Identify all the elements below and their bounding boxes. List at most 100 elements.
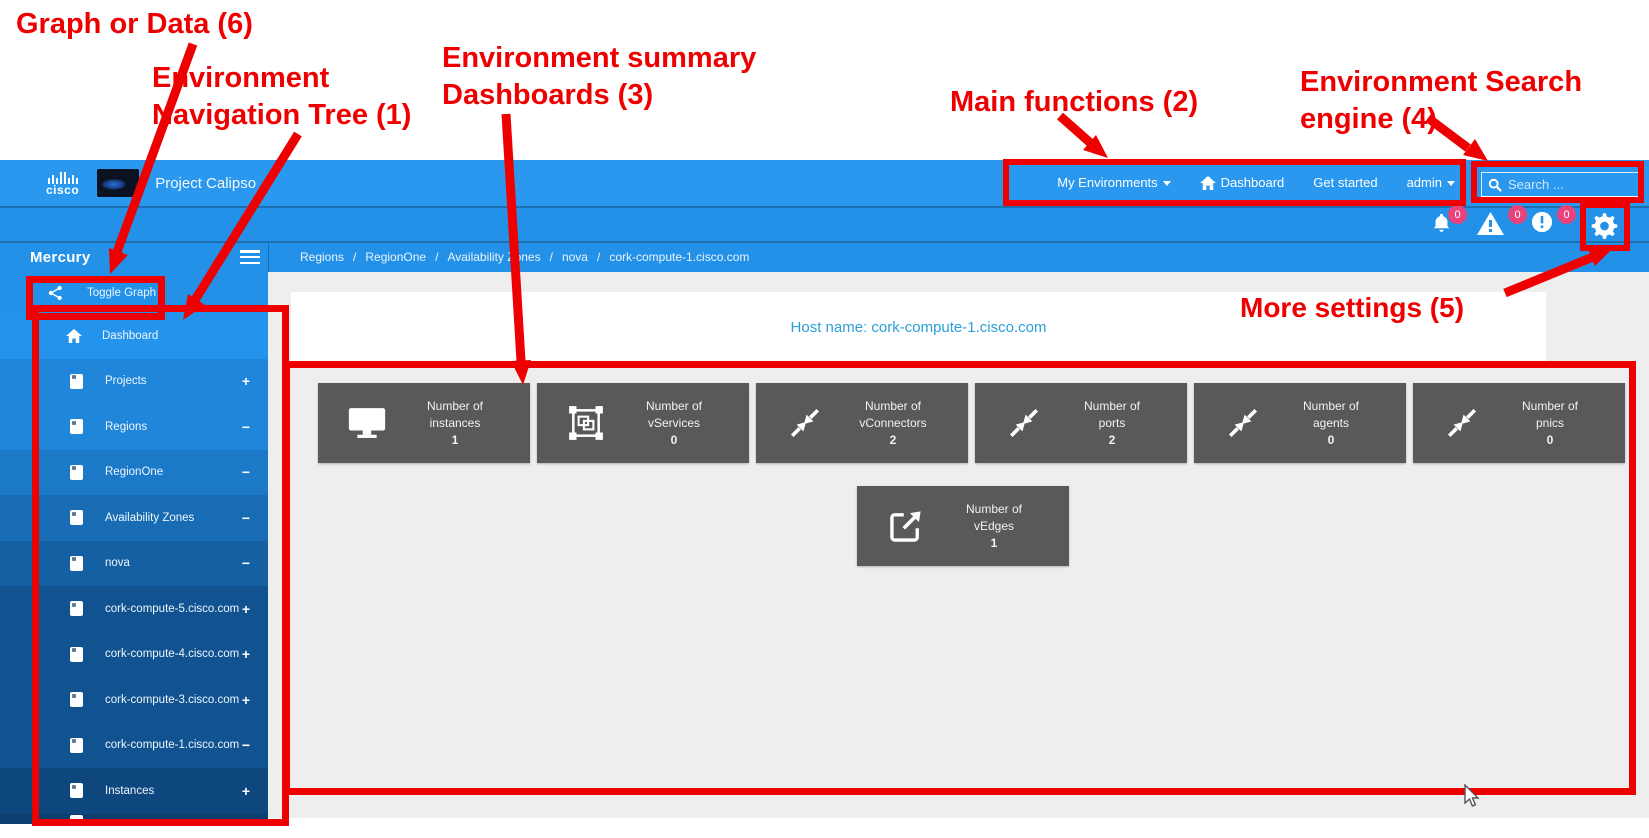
warning-badge: 0 bbox=[1508, 205, 1527, 224]
tree-item-instances[interactable]: Instances + bbox=[0, 768, 268, 814]
tile-line2: vServices bbox=[647, 415, 700, 430]
document-icon bbox=[70, 464, 83, 480]
cisco-logo: cisco bbox=[46, 171, 79, 196]
breadcrumb-item[interactable]: Availability Zones bbox=[447, 250, 541, 264]
bell-icon[interactable] bbox=[1430, 211, 1453, 240]
document-icon bbox=[70, 419, 83, 435]
tile-agents[interactable]: Number of agents 0 bbox=[1194, 383, 1406, 463]
share-graph-icon bbox=[48, 285, 62, 300]
tile-line1: Number of bbox=[1521, 398, 1579, 413]
tree-item-projects[interactable]: Projects + bbox=[0, 358, 268, 404]
annotation-search-line2: engine (4) bbox=[1300, 103, 1437, 135]
breadcrumb-separator: / bbox=[549, 250, 553, 264]
breadcrumb-item[interactable]: RegionOne bbox=[365, 250, 427, 264]
nav-get-started-label: Get started bbox=[1313, 175, 1378, 190]
expand-icon[interactable]: + bbox=[241, 373, 250, 390]
tree-item-cork-compute-4[interactable]: cork-compute-4.cisco.com + bbox=[0, 631, 268, 677]
home-icon bbox=[1199, 175, 1216, 190]
tree-item-cork-compute-3[interactable]: cork-compute-3.cisco.com + bbox=[0, 677, 268, 723]
notification-bar bbox=[0, 208, 1649, 243]
annotation-summary-line2: Dashboards (3) bbox=[442, 79, 654, 111]
tile-line1: Number of bbox=[1302, 398, 1360, 413]
external-link-icon bbox=[883, 508, 929, 544]
breadcrumb-item[interactable]: cork-compute-1.cisco.com bbox=[609, 250, 750, 264]
expand-icon[interactable]: + bbox=[241, 646, 250, 663]
hamburger-menu-icon[interactable] bbox=[240, 250, 260, 264]
document-icon bbox=[70, 601, 83, 617]
breadcrumb-item[interactable]: nova bbox=[561, 250, 588, 264]
monitor-icon bbox=[344, 407, 390, 439]
nav-dashboard[interactable]: Dashboard bbox=[1199, 175, 1284, 190]
collapse-icon[interactable]: − bbox=[241, 464, 250, 481]
tree-item-cork-compute-1[interactable]: cork-compute-1.cisco.com − bbox=[0, 722, 268, 768]
tile-value: 2 bbox=[1108, 432, 1116, 447]
tile-value: 2 bbox=[889, 432, 897, 447]
compress-arrows-icon bbox=[1220, 406, 1266, 440]
nav-admin[interactable]: admin bbox=[1407, 175, 1455, 190]
tree-item-label: Projects bbox=[105, 375, 147, 388]
nav-get-started[interactable]: Get started bbox=[1313, 175, 1377, 190]
search-placeholder: Search ... bbox=[1508, 177, 1564, 192]
annotation-graph-or-data: Graph or Data (6) bbox=[16, 8, 253, 40]
warning-triangle-icon[interactable] bbox=[1477, 212, 1504, 240]
breadcrumb: Regions / RegionOne / Availability Zones… bbox=[300, 250, 749, 264]
tree-item-dashboard[interactable]: Dashboard bbox=[0, 313, 268, 359]
tile-line2: instances bbox=[429, 415, 481, 430]
tree-item-label: cork-compute-1.cisco.com bbox=[105, 739, 240, 752]
breadcrumb-separator: / bbox=[353, 250, 357, 264]
breadcrumb-item[interactable]: Regions bbox=[300, 250, 345, 264]
tree-item-availability-zones[interactable]: Availability Zones − bbox=[0, 495, 268, 541]
expand-icon[interactable]: + bbox=[241, 782, 250, 799]
nav-my-environments[interactable]: My Environments bbox=[1057, 175, 1171, 190]
tile-vconnectors[interactable]: Number of vConnectors 2 bbox=[756, 383, 968, 463]
tree-item-label: Regions bbox=[105, 420, 148, 433]
collapse-icon[interactable]: − bbox=[241, 418, 250, 435]
tree-item-label: cork-compute-3.cisco.com bbox=[105, 693, 240, 706]
tree-item-label: Instances bbox=[105, 784, 155, 797]
tile-line1: Number of bbox=[965, 501, 1023, 516]
tile-line1: Number of bbox=[864, 398, 922, 413]
collapse-icon[interactable]: − bbox=[241, 509, 250, 526]
collapse-icon[interactable]: − bbox=[241, 555, 250, 572]
app-title: Project Calipso bbox=[155, 174, 257, 192]
main-functions-nav: My Environments Dashboard Get started ad… bbox=[1003, 160, 1465, 205]
tile-line2: vConnectors bbox=[859, 415, 927, 430]
breadcrumb-separator: / bbox=[435, 250, 439, 264]
environment-search-input[interactable]: Search ... bbox=[1481, 172, 1641, 198]
tree-item-label: Dashboard bbox=[102, 329, 159, 342]
tile-value: 0 bbox=[670, 432, 678, 447]
environment-title: Mercury bbox=[30, 249, 91, 266]
document-icon bbox=[70, 646, 83, 662]
chevron-down-icon bbox=[1162, 181, 1171, 186]
error-circle-icon[interactable] bbox=[1531, 211, 1553, 238]
bell-badge: 0 bbox=[1448, 205, 1467, 224]
tree-item-regionone[interactable]: RegionOne − bbox=[0, 449, 268, 495]
tree-item-partial bbox=[0, 813, 268, 824]
mouse-cursor bbox=[1462, 783, 1482, 815]
document-icon bbox=[70, 692, 83, 708]
tree-item-cork-compute-5[interactable]: cork-compute-5.cisco.com + bbox=[0, 586, 268, 632]
tree-item-nova[interactable]: nova − bbox=[0, 540, 268, 586]
collapse-icon[interactable]: − bbox=[241, 737, 250, 754]
annotation-main-functions: Main functions (2) bbox=[950, 86, 1199, 118]
tree-item-regions[interactable]: Regions − bbox=[0, 404, 268, 450]
toggle-graph-button[interactable]: Toggle Graph bbox=[0, 272, 268, 313]
document-icon bbox=[70, 737, 83, 753]
expand-icon[interactable]: + bbox=[241, 691, 250, 708]
tile-value: 1 bbox=[990, 535, 998, 550]
tree-item-label: cork-compute-4.cisco.com bbox=[105, 648, 240, 661]
tile-line2: agents bbox=[1312, 415, 1350, 430]
home-icon bbox=[66, 328, 82, 343]
tile-value: 0 bbox=[1327, 432, 1335, 447]
breadcrumb-separator: / bbox=[596, 250, 601, 264]
annotation-more-settings: More settings (5) bbox=[1240, 292, 1465, 323]
expand-icon[interactable]: + bbox=[241, 600, 250, 617]
document-icon bbox=[70, 373, 83, 389]
tree-item-label: Availability Zones bbox=[105, 511, 195, 524]
gear-icon[interactable] bbox=[1590, 212, 1619, 246]
